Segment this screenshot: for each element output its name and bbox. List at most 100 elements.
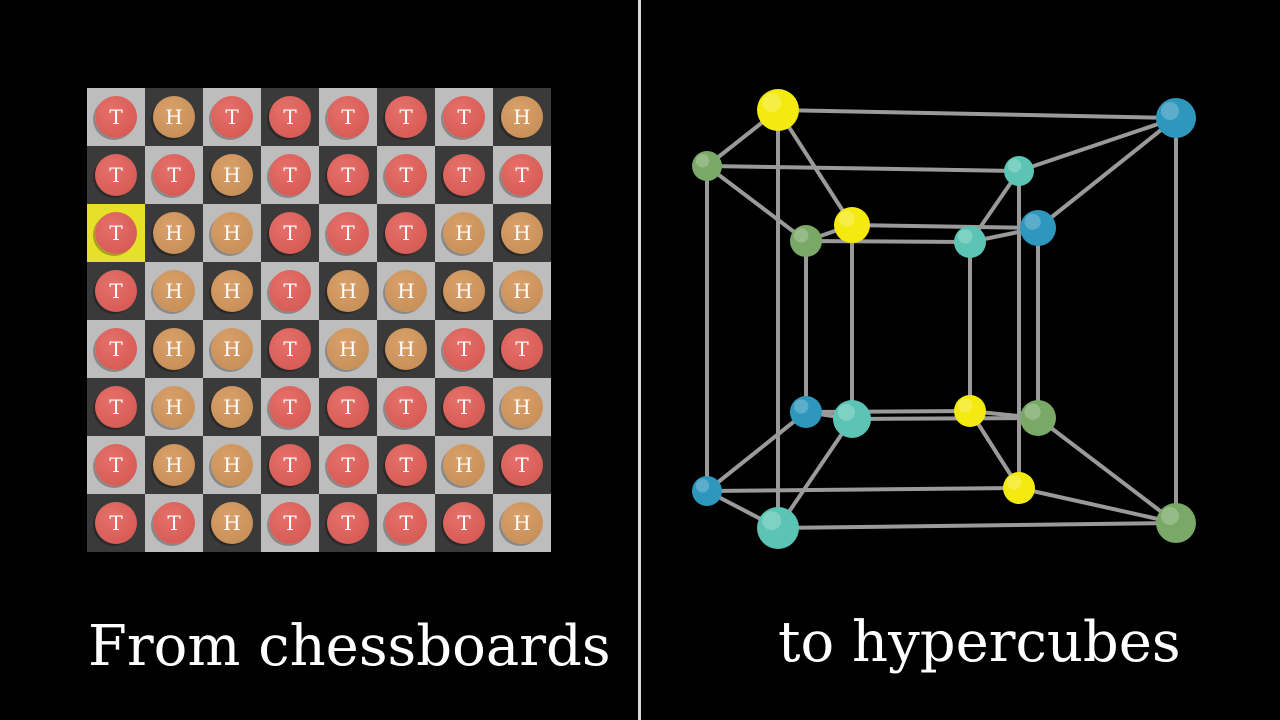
hypercube-vertex-teal — [1004, 156, 1034, 186]
coin-tails: T — [501, 328, 543, 370]
coin-heads: H — [443, 212, 485, 254]
board-square: H — [203, 494, 261, 552]
hypercube-edge — [776, 108, 854, 227]
board-square: T — [435, 146, 493, 204]
caption-to-hypercubes: to hypercubes — [778, 610, 1181, 675]
coin-tails: T — [95, 386, 137, 428]
board-square: H — [145, 320, 203, 378]
board-square: T — [261, 494, 319, 552]
hypercube-vertices — [692, 89, 1196, 549]
hypercube-vertex-green — [1156, 503, 1196, 543]
vertex-highlight — [958, 229, 973, 244]
vertex-highlight — [762, 511, 782, 531]
caption-from-chessboards: From chessboards — [88, 614, 611, 679]
hypercube-edge — [1036, 416, 1178, 525]
board-square: H — [493, 378, 551, 436]
coin-tails: T — [385, 386, 427, 428]
hypercube-edge — [804, 409, 972, 414]
hypercube-vertex-yellow — [834, 207, 870, 243]
coin-tails: T — [443, 154, 485, 196]
coin-heads: H — [153, 386, 195, 428]
vertex-highlight — [1024, 403, 1041, 420]
board-square: T — [493, 320, 551, 378]
board-square: T — [261, 378, 319, 436]
board-square: H — [203, 204, 261, 262]
board-square: H — [377, 262, 435, 320]
hypercube-edges — [705, 108, 1178, 530]
hypercube-vertex-blue — [692, 476, 722, 506]
divider-line — [638, 0, 641, 720]
hypercube-edge — [1017, 116, 1178, 173]
board-square: T — [261, 88, 319, 146]
vertex-highlight — [695, 154, 710, 168]
board-square: T — [319, 204, 377, 262]
board-square: T — [261, 320, 319, 378]
coin-tails: T — [269, 502, 311, 544]
board-square: H — [203, 262, 261, 320]
board-square: T — [261, 436, 319, 494]
coin-tails: T — [385, 212, 427, 254]
board-square: T — [87, 436, 145, 494]
hypercube-vertex-teal — [757, 507, 799, 549]
vertex-highlight — [1161, 507, 1179, 525]
hypercube-edge — [1017, 486, 1178, 525]
board-square: T — [145, 146, 203, 204]
coin-heads: H — [153, 270, 195, 312]
board-square: H — [203, 436, 261, 494]
board-square: T — [87, 204, 145, 262]
hypercube-edge — [705, 486, 1021, 493]
board-square: T — [435, 320, 493, 378]
coin-heads: H — [385, 328, 427, 370]
board-square: T — [319, 146, 377, 204]
board-square: H — [435, 204, 493, 262]
coin-tails: T — [153, 154, 195, 196]
coin-heads: H — [153, 212, 195, 254]
coin-heads: H — [443, 270, 485, 312]
vertex-highlight — [794, 399, 809, 414]
board-square: H — [435, 262, 493, 320]
coin-tails: T — [443, 386, 485, 428]
coin-tails: T — [443, 502, 485, 544]
coin-heads: H — [501, 212, 543, 254]
hypercube-vertex-yellow — [1003, 472, 1035, 504]
hypercube-vertex-green — [692, 151, 722, 181]
board-square: H — [145, 262, 203, 320]
vertex-highlight — [1007, 475, 1022, 490]
board-square: T — [493, 436, 551, 494]
hypercube-vertex-teal — [954, 226, 986, 258]
vertex-highlight — [1161, 102, 1179, 120]
board-square: T — [493, 146, 551, 204]
coin-heads: H — [501, 502, 543, 544]
coin-tails: T — [95, 154, 137, 196]
coin-tails: T — [327, 212, 369, 254]
coin-heads: H — [385, 270, 427, 312]
board-square: H — [203, 378, 261, 436]
vertex-highlight — [695, 479, 710, 493]
board-square: T — [377, 436, 435, 494]
board-square: T — [319, 88, 377, 146]
vertex-highlight — [794, 228, 809, 243]
vertex-highlight — [838, 210, 855, 227]
hypercube-edge — [850, 416, 1040, 421]
board-square: T — [377, 378, 435, 436]
coin-tails: T — [269, 444, 311, 486]
board-square: H — [493, 494, 551, 552]
coin-tails: T — [327, 386, 369, 428]
hypercube-diagram — [692, 89, 1196, 549]
board-square: T — [87, 88, 145, 146]
board-square: T — [435, 88, 493, 146]
coin-tails: T — [385, 154, 427, 196]
coin-heads: H — [211, 270, 253, 312]
vertex-highlight — [837, 403, 855, 421]
hypercube-edge — [1036, 116, 1178, 230]
coin-tails: T — [211, 96, 253, 138]
board-square: T — [87, 378, 145, 436]
coin-heads: H — [327, 328, 369, 370]
coin-heads: H — [153, 444, 195, 486]
vertex-highlight — [1024, 213, 1041, 230]
board-square: T — [261, 146, 319, 204]
board-square: H — [435, 436, 493, 494]
board-square: T — [87, 146, 145, 204]
coin-tails: T — [95, 444, 137, 486]
